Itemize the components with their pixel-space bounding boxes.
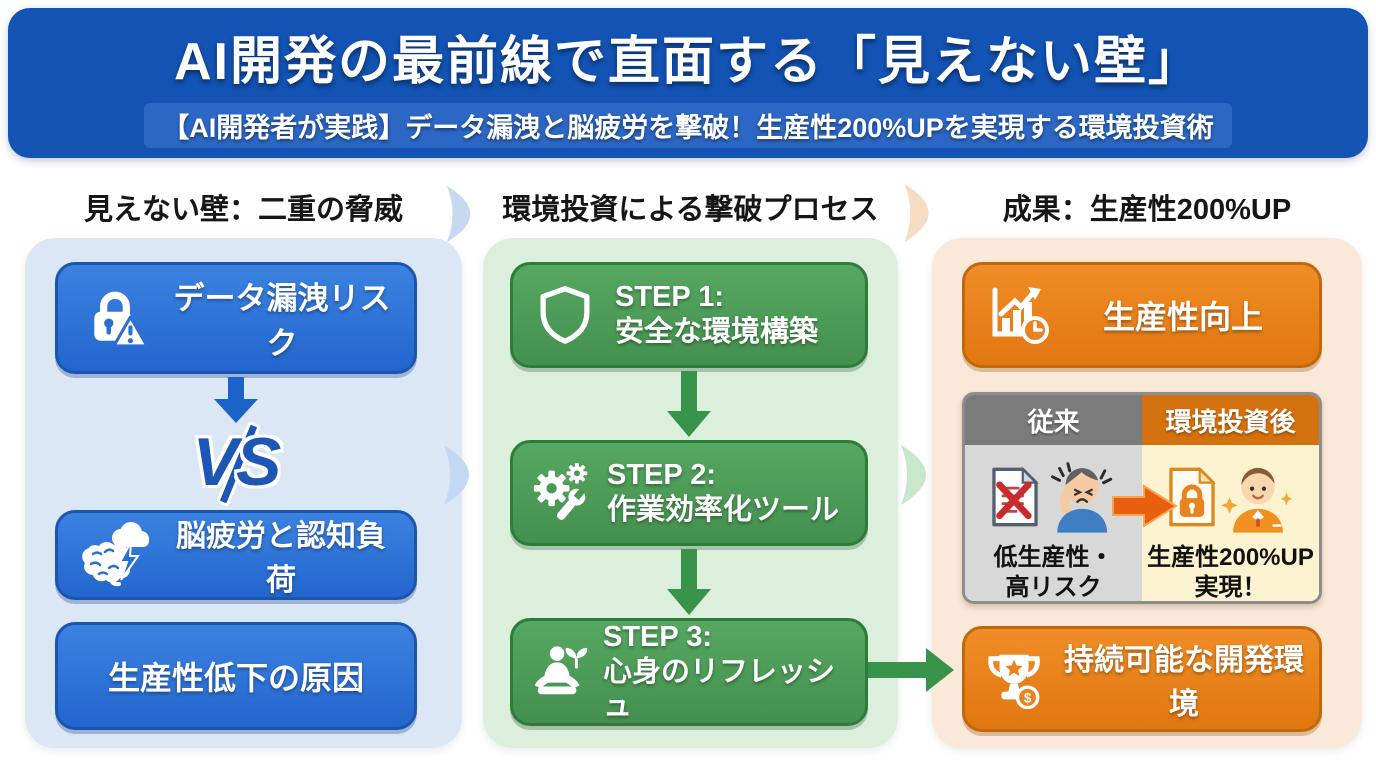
sustainable-env-box: $ 持続可能な開発環境 [962,626,1322,732]
brain-fatigue-icon [82,522,149,587]
step2-box: STEP 2: 作業効率化ツール [510,440,868,546]
step2-text: STEP 2: 作業効率化ツール [607,458,839,528]
data-leak-risk-box: データ漏洩リスク [55,262,417,374]
before-cell: 低生産性・ 高リスク [965,445,1142,601]
results-column-header: 成果：生産性200%UP [1002,194,1292,226]
divider-crescent-icon [904,184,929,242]
vs-mark: VS [156,414,316,510]
gears-wrench-icon [533,463,588,520]
step1-text: STEP 1: 安全な環境構築 [615,280,818,350]
step3-title: 心身のリフレッシュ [602,655,835,723]
transform-arrow-icon [1112,484,1178,528]
stressed-person-icon [1050,462,1112,533]
productivity-drop-box: 生産性低下の原因 [55,622,417,730]
meditation-icon [534,646,588,695]
chart-growth-clock-icon [992,287,1049,344]
arrow-down-icon [667,371,711,437]
page-subtitle: 【AI開発者が実践】データ漏洩と脳疲労を撃破！生産性200%UPを実現する環境投… [144,102,1232,148]
step3-box: STEP 3: 心身のリフレッシュ [510,618,868,726]
header-banner: AI開発の最前線で直面する「見えない壁」 【AI開発者が実践】データ漏洩と脳疲労… [8,8,1368,158]
before-text-line2: 高リスク [1005,574,1102,601]
trophy-coin-icon: $ [988,654,1040,709]
productivity-up-box: 生産性向上 [962,262,1322,368]
step1-box: STEP 1: 安全な環境構築 [510,262,868,368]
before-text: 低生産性・ 高リスク [993,543,1114,601]
step3-text: STEP 3: 心身のリフレッシュ [603,620,855,724]
svg-text:$: $ [1024,691,1032,706]
step1-label: STEP 1: [615,281,725,314]
after-header: 環境投資後 [1142,395,1319,445]
divider-crescent-icon [446,186,471,242]
lock-warning-icon [94,291,149,348]
data-leak-risk-label: データ漏洩リスク [173,281,391,361]
divider-crescent-icon [901,445,926,505]
process-column-header: 環境投資による撃破プロセス [502,194,879,226]
shield-icon [540,286,590,344]
productivity-drop-label: 生産性低下の原因 [107,660,364,696]
step2-label: STEP 2: [607,459,717,492]
document-lock-icon [1168,466,1216,527]
before-icons [989,455,1119,539]
brain-fatigue-box: 脳疲労と認知負荷 [55,510,417,600]
arrow-down-icon [667,549,711,615]
after-cell: 生産性200%UP 実現！ [1142,445,1319,601]
step1-title: 安全な環境構築 [615,316,819,348]
divider-crescent-icon [444,445,469,505]
arrow-right-icon [868,648,954,692]
brain-fatigue-label: 脳疲労と認知負荷 [176,520,386,597]
after-text-line1: 生産性200%UP [1147,544,1314,571]
after-text-line2: 実現！ [1194,574,1267,601]
before-header: 従来 [965,395,1142,445]
before-text-line1: 低生産性・ [993,544,1114,571]
threats-column-header: 見えない壁：二重の脅威 [83,194,403,226]
after-icons [1166,455,1296,539]
happy-person-icon [1220,467,1292,533]
productivity-up-label: 生産性向上 [1102,299,1263,335]
vs-label: VS [192,424,282,500]
step3-label: STEP 3: [602,620,712,653]
arrow-down-icon [214,377,258,423]
before-after-comparison: 従来 環境投資後 [962,392,1322,604]
document-error-icon [991,466,1039,527]
sustainable-env-label: 持続可能な開発環境 [1064,644,1304,721]
after-text: 生産性200%UP 実現！ [1147,543,1314,601]
page-title: AI開発の最前線で直面する「見えない壁」 [173,32,1202,91]
step2-title: 作業効率化ツール [607,494,840,526]
